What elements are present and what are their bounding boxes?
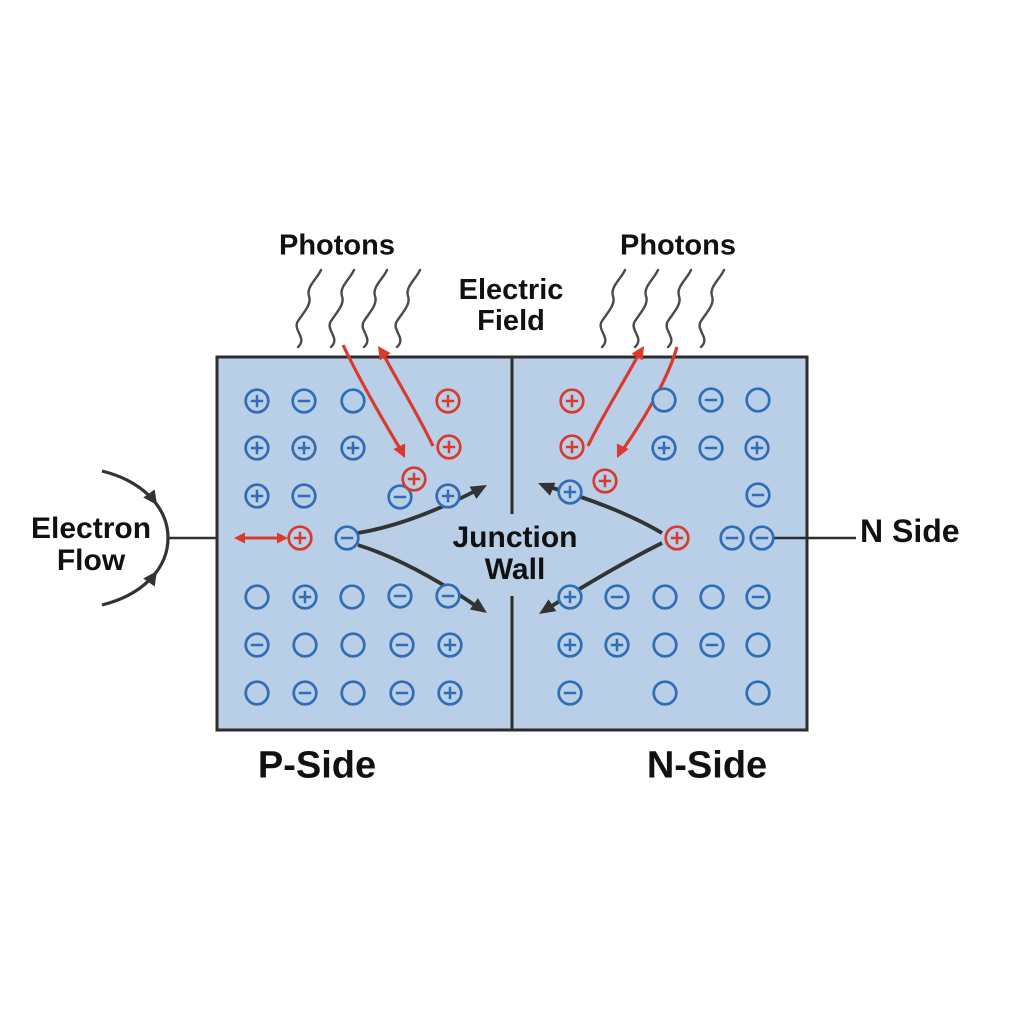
charge-none-blue: [652, 632, 678, 658]
electric-field-arrowhead: [539, 599, 557, 614]
electric-field-arrowhead: [469, 485, 487, 499]
photons-label-left: Photons: [279, 229, 395, 262]
charge-none-blue: [652, 680, 678, 706]
charge-none-blue: [652, 584, 678, 610]
charge-none-blue: [292, 632, 318, 658]
junction-wall-label: Junction Wall: [452, 520, 578, 586]
electric-field-arrow: [357, 543, 481, 610]
charge-none-blue: [745, 387, 771, 413]
p-side-region-label: P-Side: [257, 744, 377, 787]
electric-field-label: Electric Field: [458, 273, 564, 337]
photon-wave: [394, 268, 422, 349]
hole-motion-arrowhead: [234, 532, 245, 544]
photon-wave: [361, 268, 389, 349]
photon-excitation-arrowhead: [631, 346, 644, 361]
photon-wave: [665, 268, 693, 349]
photon-excitation-arrow: [341, 344, 404, 453]
charge-none-blue: [340, 632, 366, 658]
charge-none-blue: [244, 680, 270, 706]
photon-wave: [599, 268, 627, 349]
electric-field-arrowhead: [538, 482, 556, 496]
electron-flow-arrowhead: [143, 571, 157, 587]
charge-none-blue: [339, 584, 365, 610]
photon-excitation-arrowhead: [378, 346, 391, 361]
electric-field-arrow: [357, 487, 480, 535]
charge-none-blue: [244, 584, 270, 610]
charge-none-blue: [745, 680, 771, 706]
photon-wave: [328, 268, 356, 349]
charge-none-blue: [340, 388, 366, 414]
photon-excitation-arrowhead: [616, 443, 629, 458]
n-side-callout-label: N Side: [860, 512, 960, 549]
electric-field-arrowhead: [469, 598, 487, 613]
electron-flow-label: Electron Flow: [30, 511, 152, 577]
charge-none-blue: [651, 387, 677, 413]
photon-wave: [632, 268, 660, 349]
hole-motion-arrowhead: [277, 532, 288, 544]
n-side-region-label: N-Side: [646, 744, 768, 787]
photon-excitation-arrow: [380, 351, 435, 447]
electron-flow-arrowhead: [143, 489, 157, 505]
photon-excitation-arrow: [586, 351, 642, 447]
charge-none-blue: [340, 680, 366, 706]
charge-none-blue: [745, 632, 771, 658]
photon-wave: [698, 268, 726, 349]
photon-wave: [295, 268, 323, 349]
charge-none-blue: [699, 584, 725, 610]
photons-label-right: Photons: [620, 229, 736, 262]
photon-excitation-arrowhead: [393, 443, 406, 458]
